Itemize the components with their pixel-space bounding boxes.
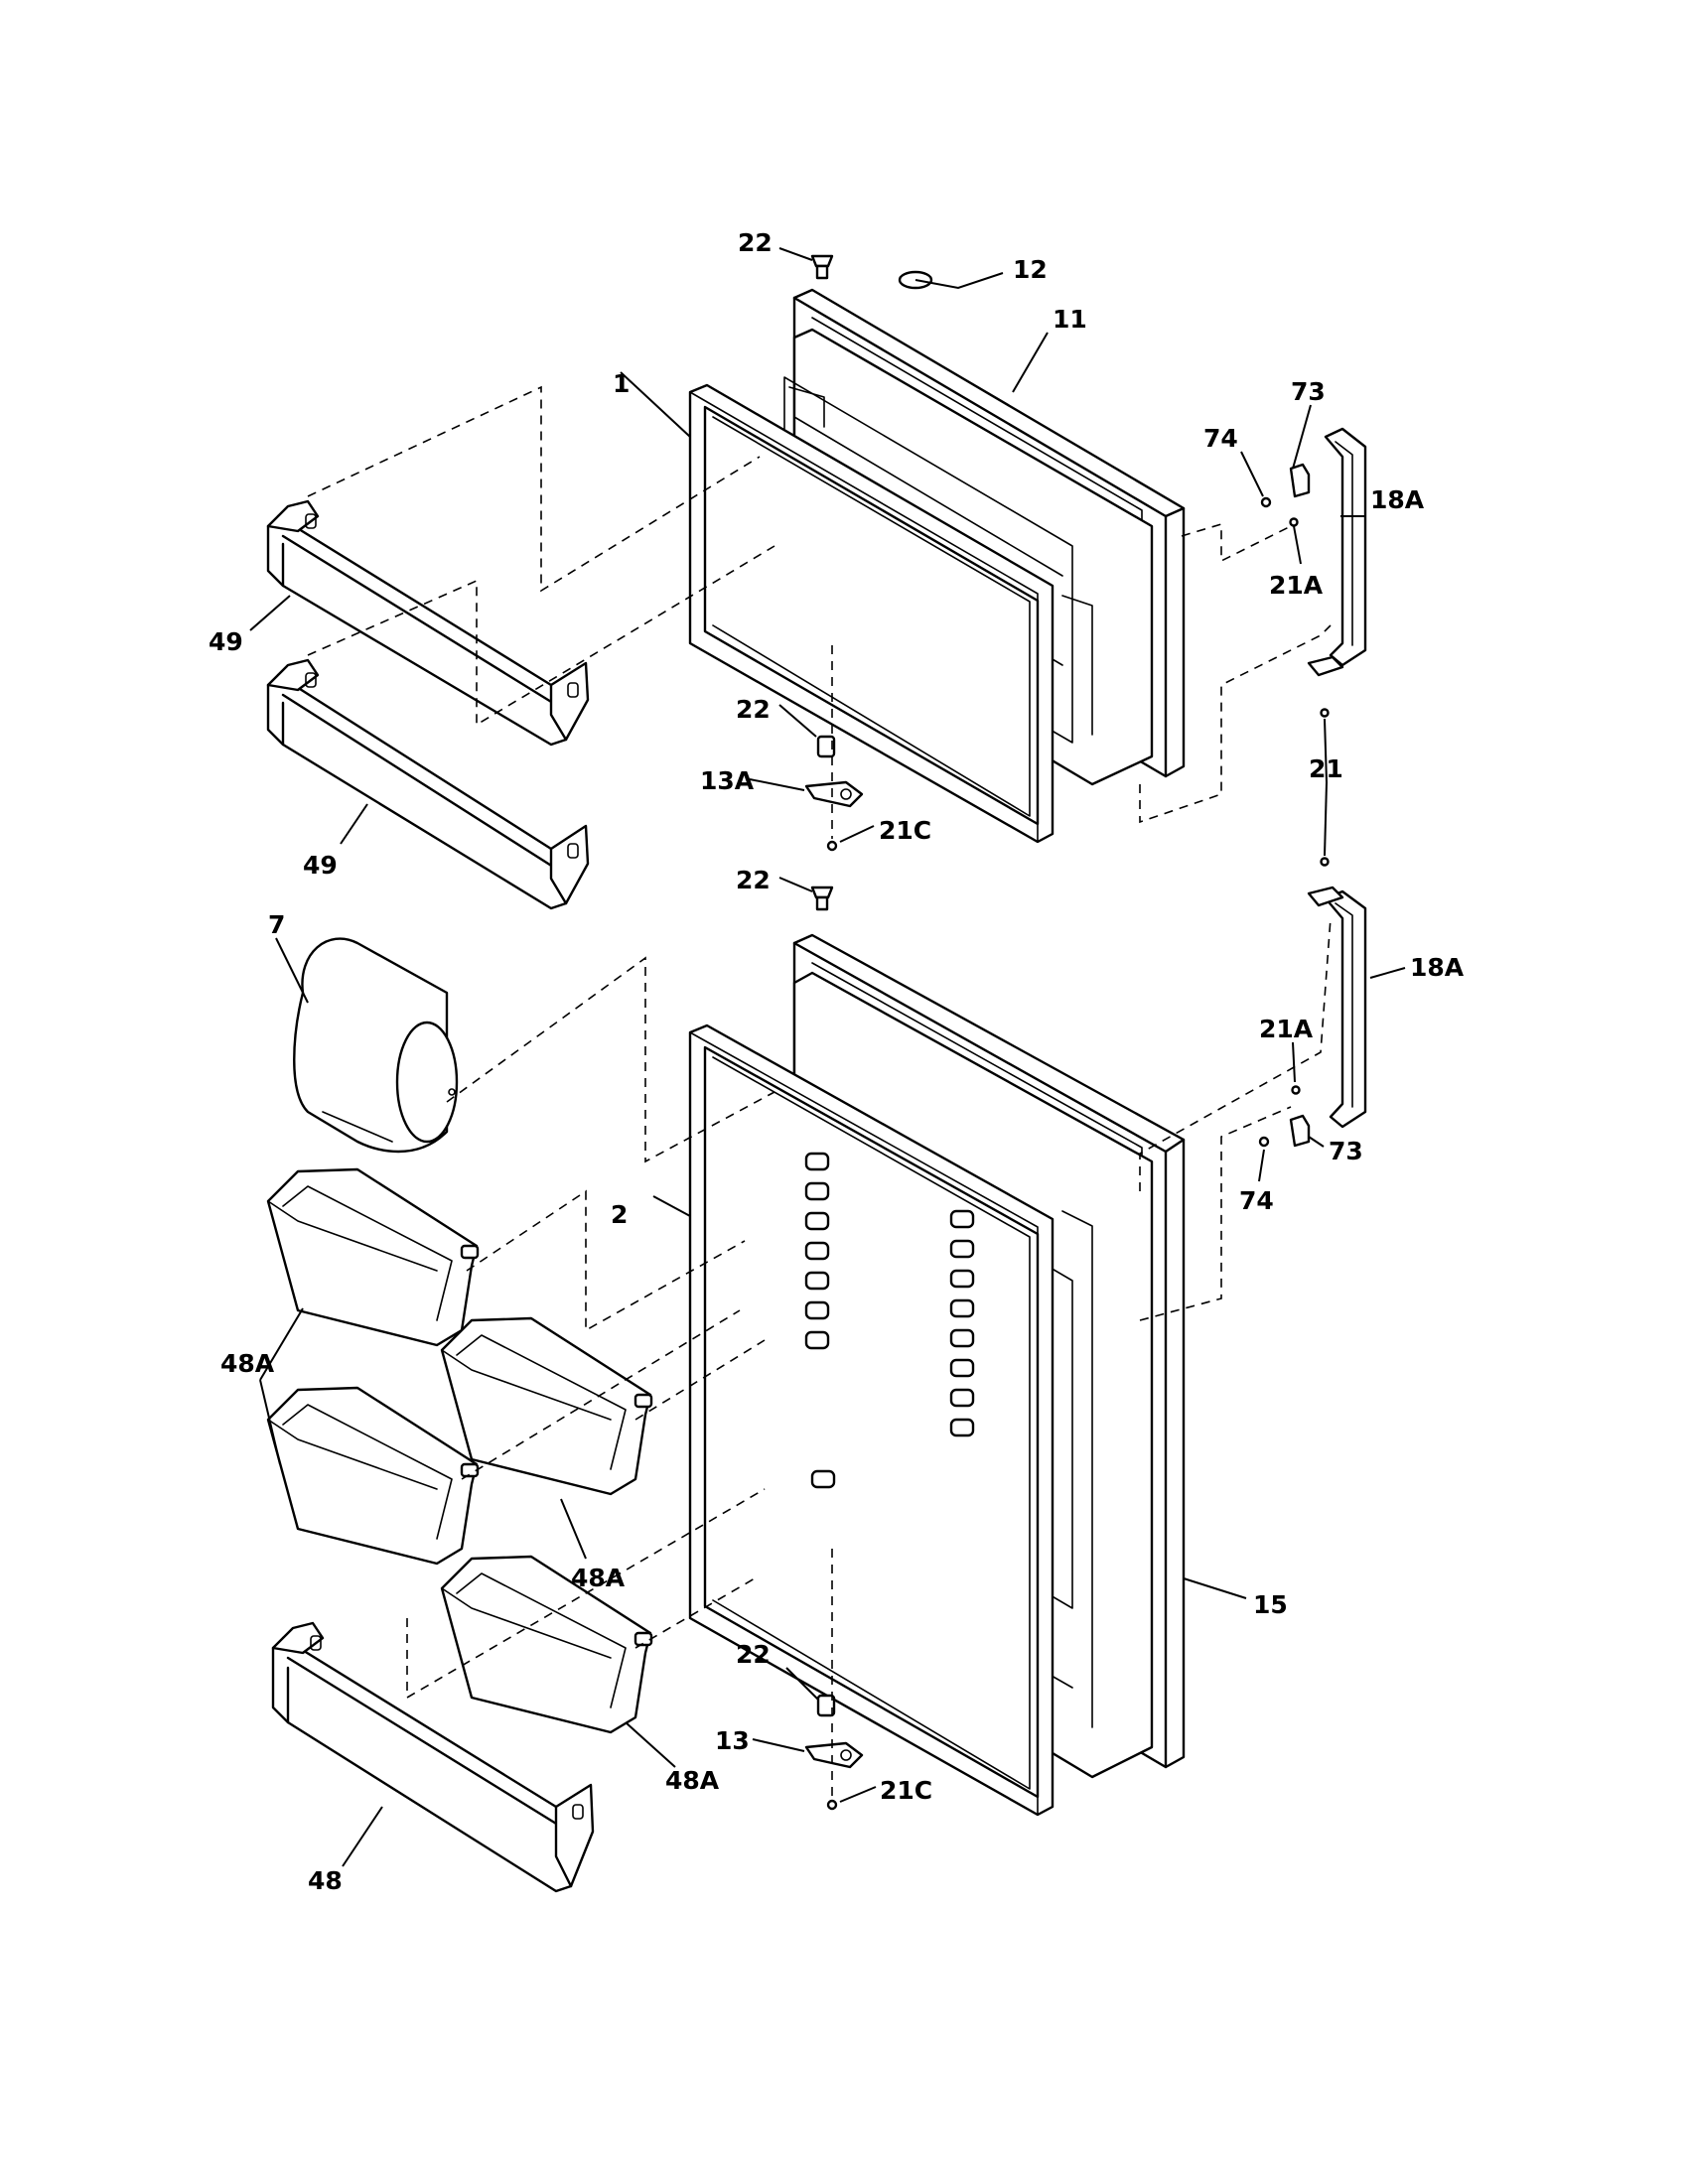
callout-48: 48	[308, 1866, 343, 1895]
door-bin-upper-left	[266, 1167, 480, 1347]
door-shelf-bar-lower	[266, 658, 590, 910]
door-bin-upper-right	[440, 1316, 653, 1496]
screw-21a-top	[1289, 517, 1299, 527]
screw-21-lower	[1320, 857, 1330, 867]
callout-1: 1	[613, 369, 630, 398]
callout-21c-top: 21C	[879, 816, 931, 845]
callout-21a-top: 21A	[1269, 571, 1324, 600]
screw-21c-bottom	[826, 1799, 838, 1811]
callout-48a-right: 48A	[665, 1766, 720, 1795]
callout-49-top: 49	[209, 627, 243, 656]
hinge-pin-lower-top	[810, 886, 834, 911]
screw-21a-bottom	[1291, 1085, 1301, 1095]
handle-bracket-lower	[1307, 886, 1344, 907]
hinge-pin-fresh-food-bottom	[816, 1694, 836, 1717]
callout-15: 15	[1253, 1590, 1288, 1619]
screw-74-top	[1260, 496, 1272, 508]
door-shelf-bar-bottom	[271, 1621, 595, 1893]
callout-48a-left: 48A	[220, 1349, 275, 1378]
callout-21: 21	[1309, 754, 1343, 783]
callout-22-top: 22	[738, 228, 773, 257]
leader-lines	[249, 247, 1406, 1867]
callout-74-bottom: 74	[1239, 1186, 1274, 1215]
callout-48a-mid: 48A	[571, 1564, 626, 1592]
callout-73-top: 73	[1291, 377, 1326, 406]
callout-49-bottom: 49	[303, 851, 338, 880]
screw-74-bottom	[1258, 1136, 1270, 1148]
handle-cap-73-top	[1289, 463, 1311, 498]
door-bin-lower-right	[440, 1555, 653, 1734]
callout-2: 2	[611, 1200, 628, 1229]
callout-18a-top: 18A	[1370, 485, 1425, 514]
hinge-pin-freezer-bottom	[816, 735, 836, 758]
callout-7: 7	[268, 910, 285, 939]
door-handle-lower	[1324, 889, 1367, 1129]
callout-21c-bottom: 21C	[880, 1776, 932, 1805]
callout-22-bottom: 22	[736, 1640, 771, 1669]
freezer-door-gasket	[688, 383, 1055, 844]
screw-21c-top	[826, 840, 838, 852]
door-shelf-bar-upper	[266, 499, 590, 747]
callout-13a: 13A	[700, 766, 755, 795]
door-bin-lower-left	[266, 1386, 480, 1566]
callout-13: 13	[715, 1726, 750, 1755]
callout-22-lower: 22	[736, 866, 771, 894]
callout-11: 11	[1053, 305, 1087, 334]
callout-21a-bottom: 21A	[1259, 1015, 1314, 1043]
screw-21-upper	[1320, 708, 1330, 718]
hinge-pin-top	[810, 254, 834, 280]
callout-74-top: 74	[1203, 424, 1238, 453]
callout-18a-bottom: 18A	[1410, 953, 1465, 982]
fresh-food-bottom-hinge	[804, 1741, 864, 1769]
handle-bracket-upper	[1307, 655, 1344, 677]
callout-73-bottom: 73	[1329, 1137, 1363, 1165]
dairy-door-cover	[293, 937, 459, 1154]
door-liner-shelf-supports	[804, 1152, 975, 1489]
door-handle-upper	[1324, 427, 1367, 667]
callout-22-mid: 22	[736, 695, 771, 724]
freezer-bottom-hinge	[804, 780, 864, 808]
handle-cap-73-bottom	[1289, 1114, 1311, 1148]
callout-12: 12	[1013, 255, 1048, 284]
